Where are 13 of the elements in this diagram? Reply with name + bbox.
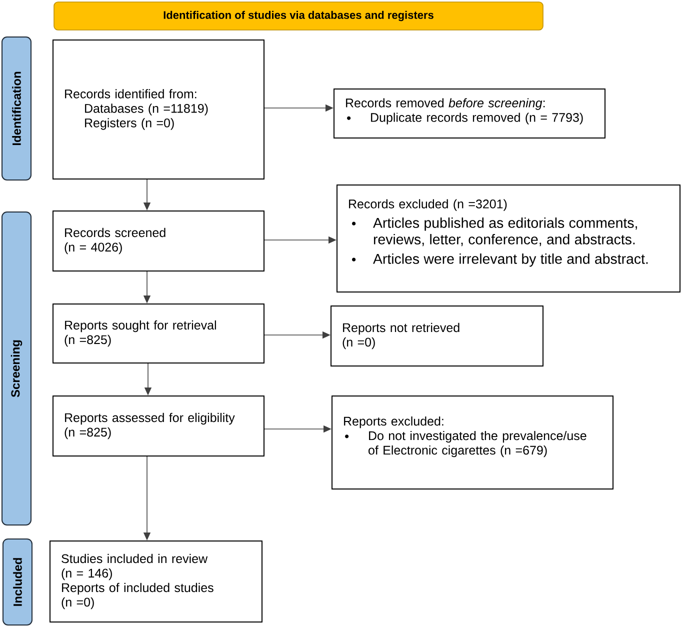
process-box: Reports excluded: Do not investigated the prevalence/use of Electronic cigarettes (n =679) bbox=[332, 396, 614, 490]
process-box: Reports sought for retrieval (n =825) bbox=[52, 304, 264, 364]
process-box: Studies included in review (n = 146) Reports of included studies (n =0) bbox=[50, 540, 262, 622]
stage-band: Screening bbox=[2, 212, 32, 526]
process-box: Reports assessed for eligibility (n =825) bbox=[52, 396, 264, 456]
stage-band: Included bbox=[2, 538, 32, 626]
process-box: Records removed before screening: Duplicate records removed (n = 7793) bbox=[334, 88, 606, 138]
process-box: Records excluded (n =3201) Articles published as editorials comments, reviews, letter, conference, and abstracts. Articles were irrelevant by title and abstract. bbox=[336, 184, 680, 292]
process-box: Records screened (n = 4026) bbox=[52, 210, 264, 272]
process-box: Records identified from: Databases (n =11819) Registers (n =0) bbox=[52, 40, 264, 180]
title-banner: Identification of studies via databases and registers bbox=[54, 2, 544, 30]
stage-band: Identification bbox=[2, 36, 32, 180]
process-box: Reports not retrieved (n =0) bbox=[330, 306, 544, 366]
